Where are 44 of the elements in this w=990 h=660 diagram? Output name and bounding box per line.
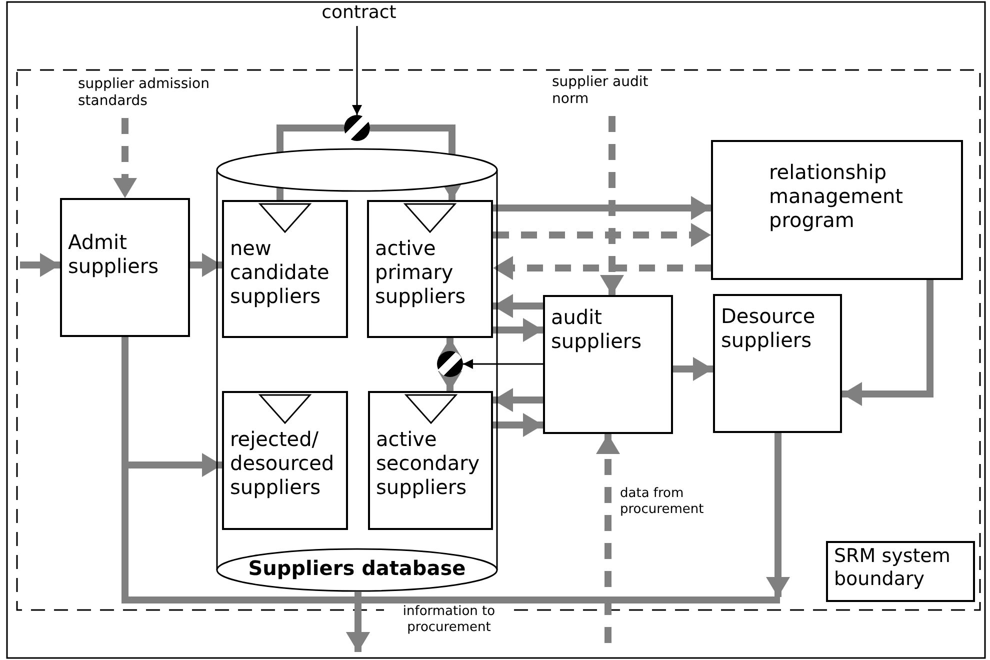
node-label: active primary suppliers bbox=[375, 236, 467, 308]
arrow bbox=[190, 253, 222, 277]
valve-symbol bbox=[344, 115, 370, 141]
process-box bbox=[367, 200, 493, 338]
node-label: rejected/ desourced suppliers bbox=[230, 427, 336, 499]
arrow bbox=[20, 253, 60, 277]
valve-symbol bbox=[437, 351, 463, 377]
arrow bbox=[493, 294, 543, 318]
process-box bbox=[543, 295, 673, 434]
arrow bbox=[842, 280, 934, 406]
node-label: Desource suppliers bbox=[721, 304, 816, 352]
arrow bbox=[352, 26, 362, 115]
boundary-label-box bbox=[826, 541, 975, 602]
node-label: audit suppliers bbox=[551, 305, 643, 353]
arrow bbox=[766, 433, 790, 597]
process-box bbox=[711, 140, 963, 280]
node-label: active secondary suppliers bbox=[376, 427, 481, 499]
arrow bbox=[438, 371, 462, 391]
arrow bbox=[493, 256, 711, 280]
arrow bbox=[463, 359, 543, 369]
node-label: new candidate suppliers bbox=[230, 236, 330, 308]
database-cylinder bbox=[216, 148, 498, 592]
arrow bbox=[493, 318, 543, 342]
process-box bbox=[60, 198, 190, 337]
node-label: Admit suppliers bbox=[68, 230, 160, 278]
arrow bbox=[113, 118, 137, 198]
node-label: SRM system boundary bbox=[834, 545, 952, 591]
arrow bbox=[600, 116, 624, 295]
arrow bbox=[493, 413, 543, 437]
arrow bbox=[493, 388, 543, 412]
node-label: supplier audit norm bbox=[552, 74, 650, 108]
database-label: Suppliers database bbox=[247, 556, 467, 580]
process-box bbox=[368, 391, 493, 530]
arrow bbox=[493, 223, 711, 247]
process-box bbox=[222, 200, 348, 338]
arrow bbox=[493, 196, 711, 220]
process-box bbox=[222, 391, 348, 530]
arrow bbox=[438, 338, 462, 358]
arrow bbox=[596, 434, 620, 643]
arrow bbox=[673, 357, 713, 381]
process-box bbox=[713, 294, 842, 433]
node-label: contract bbox=[320, 2, 398, 24]
node-label: supplier admission standards bbox=[78, 76, 210, 110]
node-label: relationship management program bbox=[769, 160, 904, 232]
